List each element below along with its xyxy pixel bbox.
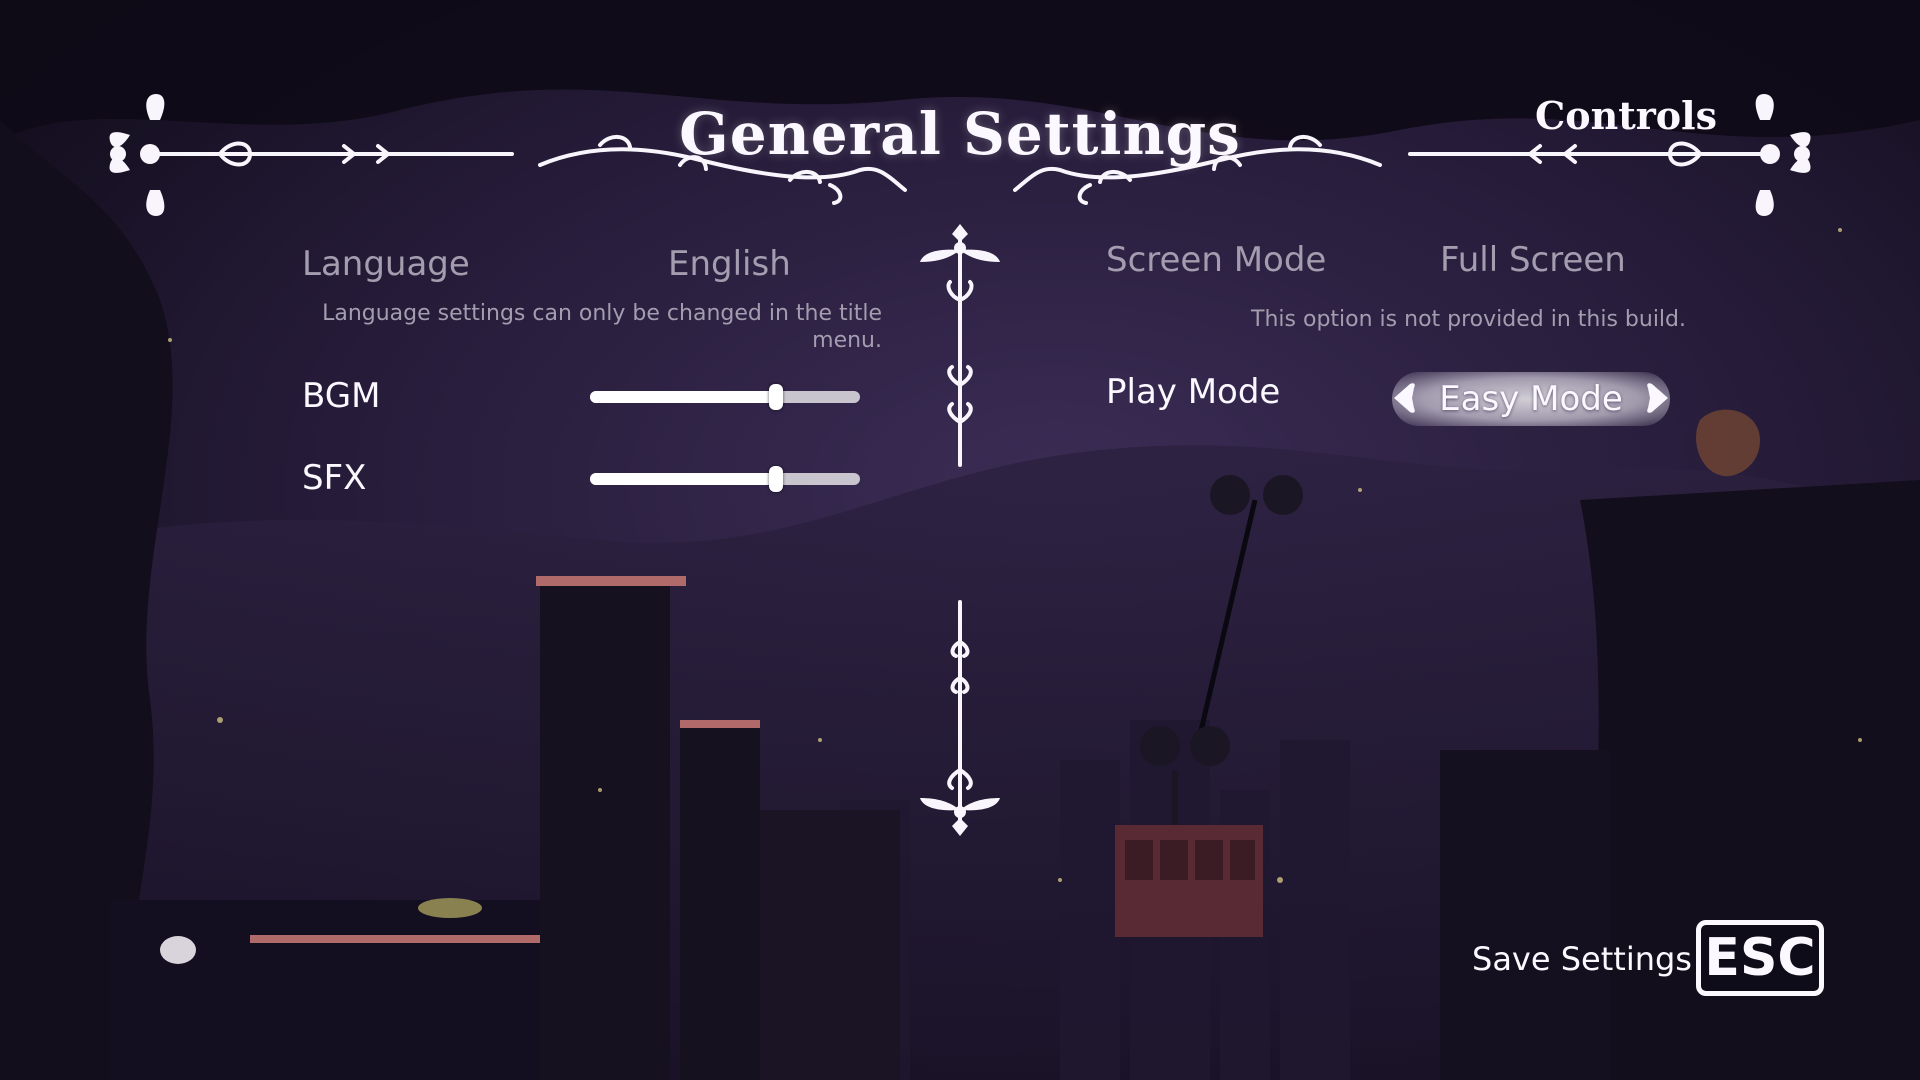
vine-divider: [920, 224, 1000, 836]
bgm-slider[interactable]: [590, 378, 860, 418]
slider-thumb[interactable]: [769, 384, 783, 410]
arrow-left-icon[interactable]: [1390, 378, 1420, 418]
header-ornament: [109, 94, 1811, 216]
slider-fill: [590, 473, 776, 485]
play-mode-label: Play Mode: [1106, 372, 1281, 412]
page-title: General Settings: [679, 100, 1241, 168]
language-note: Language settings can only be changed in…: [322, 301, 882, 353]
arrow-right-icon[interactable]: [1642, 378, 1672, 418]
slider-fill: [590, 391, 776, 403]
language-label: Language: [302, 244, 470, 284]
sfx-label: SFX: [302, 458, 367, 498]
play-mode-value[interactable]: Easy Mode: [1439, 379, 1623, 419]
esc-key-button[interactable]: ESC: [1696, 920, 1824, 996]
save-settings-label: Save Settings: [1472, 940, 1692, 978]
bgm-label: BGM: [302, 376, 381, 416]
play-mode-selector[interactable]: [1392, 372, 1670, 426]
screen-mode-value[interactable]: Full Screen: [1440, 240, 1626, 280]
controls-tab[interactable]: Controls: [1535, 93, 1717, 138]
sfx-slider[interactable]: [590, 460, 860, 500]
screen-mode-note: This option is not provided in this buil…: [1251, 307, 1686, 332]
screen-mode-label: Screen Mode: [1106, 240, 1327, 280]
language-value[interactable]: English: [668, 244, 791, 284]
slider-thumb[interactable]: [769, 466, 783, 492]
